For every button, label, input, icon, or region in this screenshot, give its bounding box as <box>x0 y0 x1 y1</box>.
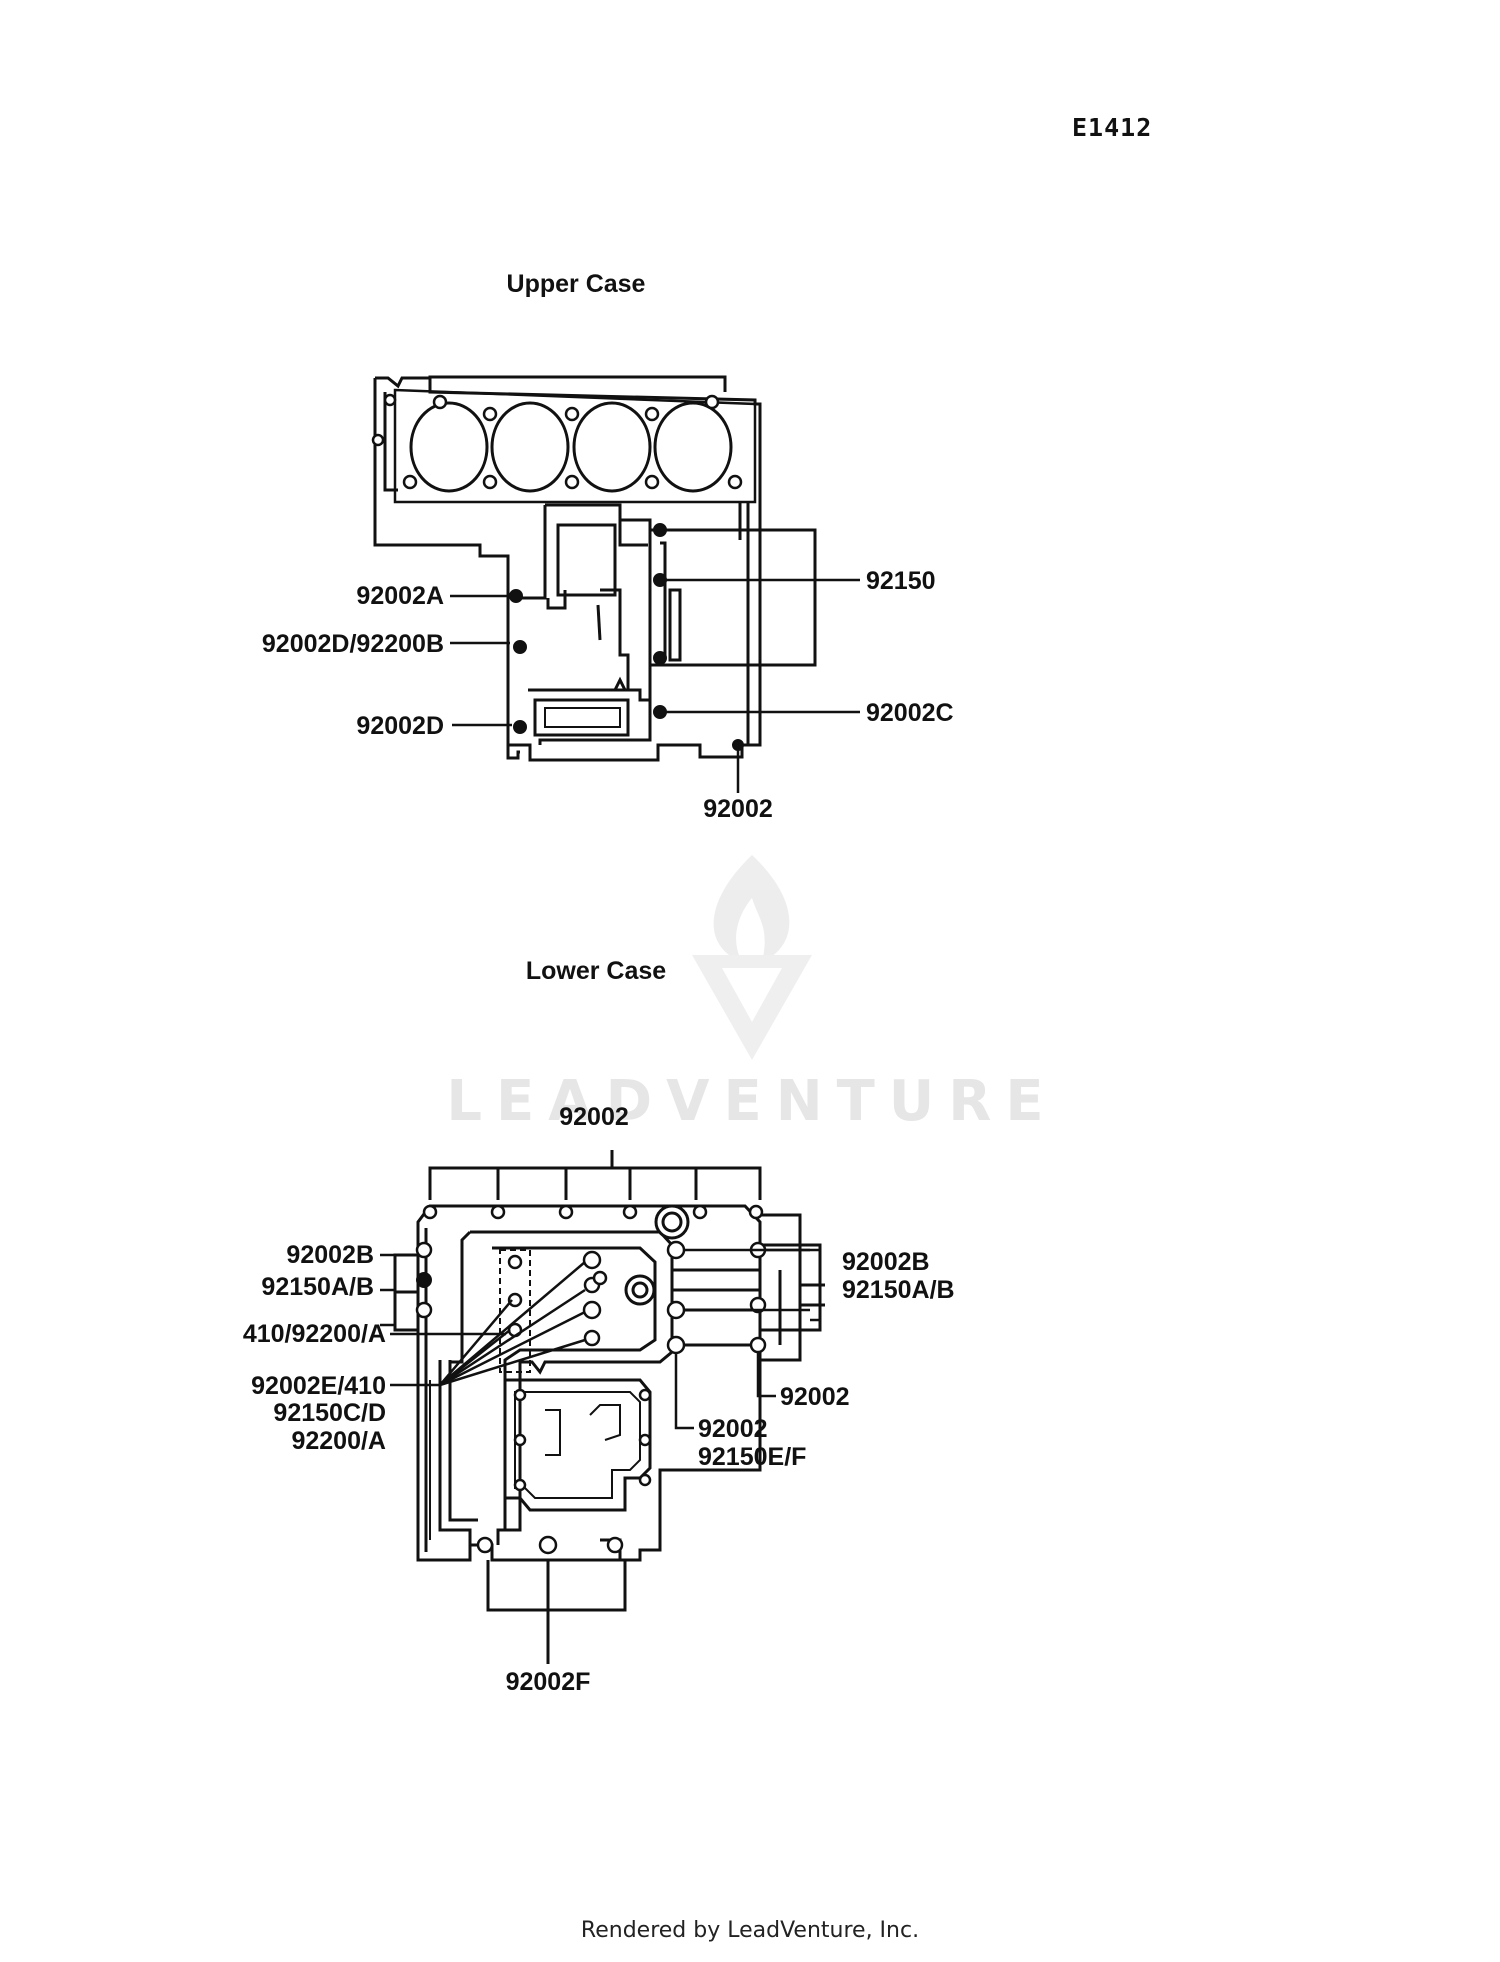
callout-92002B-right: 92002B <box>842 1248 930 1276</box>
upper-case-callouts: 92002A 92002D/92200B 92002D 92150 92002C… <box>262 567 954 823</box>
callout-92150EF: 92150E/F <box>698 1443 806 1471</box>
lower-case-title: Lower Case <box>526 957 666 985</box>
lower-case-callouts: 92002 92002B 92150A/B 410/92200/A 92002E… <box>243 1103 955 1696</box>
callout-92150: 92150 <box>866 567 936 595</box>
callout-92002-mid: 92002 <box>698 1415 768 1443</box>
leadventure-watermark-logo <box>692 855 812 1060</box>
upper-case-head-bolt-holes <box>371 393 743 490</box>
lower-case-oil-filler-cap <box>624 1204 690 1306</box>
watermark-text: LEADVENTURE <box>446 1069 1057 1134</box>
callout-92150AB-left: 92150A/B <box>261 1273 374 1301</box>
diagram-code: E1412 <box>1072 113 1152 142</box>
callout-92150CD: 92150C/D <box>273 1399 386 1427</box>
callout-92200A: 92200/A <box>291 1427 386 1455</box>
footer-credit: Rendered by LeadVenture, Inc. <box>580 1918 920 1943</box>
callout-92002A: 92002A <box>356 582 444 610</box>
callout-92002D: 92002D <box>356 712 444 740</box>
callout-92150AB-right: 92150A/B <box>842 1276 955 1304</box>
callout-92002F: 92002F <box>506 1668 591 1696</box>
upper-case-crankcase-bolts <box>509 523 744 751</box>
callout-92002-right: 92002 <box>780 1383 850 1411</box>
callout-92002C: 92002C <box>866 699 954 727</box>
callout-92002D-92200B: 92002D/92200B <box>262 630 444 658</box>
upper-case-drawing <box>373 375 817 762</box>
callout-410-92200A: 410/92200/A <box>243 1320 386 1348</box>
lower-case-drawing <box>393 1150 825 1664</box>
callout-92002E-410: 92002E/410 <box>251 1372 386 1400</box>
upper-case-title: Upper Case <box>507 270 646 298</box>
lower-case-filled-bolts <box>416 1272 432 1288</box>
callout-92002B-left: 92002B <box>286 1241 374 1269</box>
callout-92002: 92002 <box>703 795 773 823</box>
lower-case-leader-lines <box>380 1248 822 1430</box>
upper-case-leader-lines <box>450 578 860 793</box>
callout-top-92002: 92002 <box>559 1103 629 1131</box>
upper-case-cylinder-bores <box>409 401 733 493</box>
